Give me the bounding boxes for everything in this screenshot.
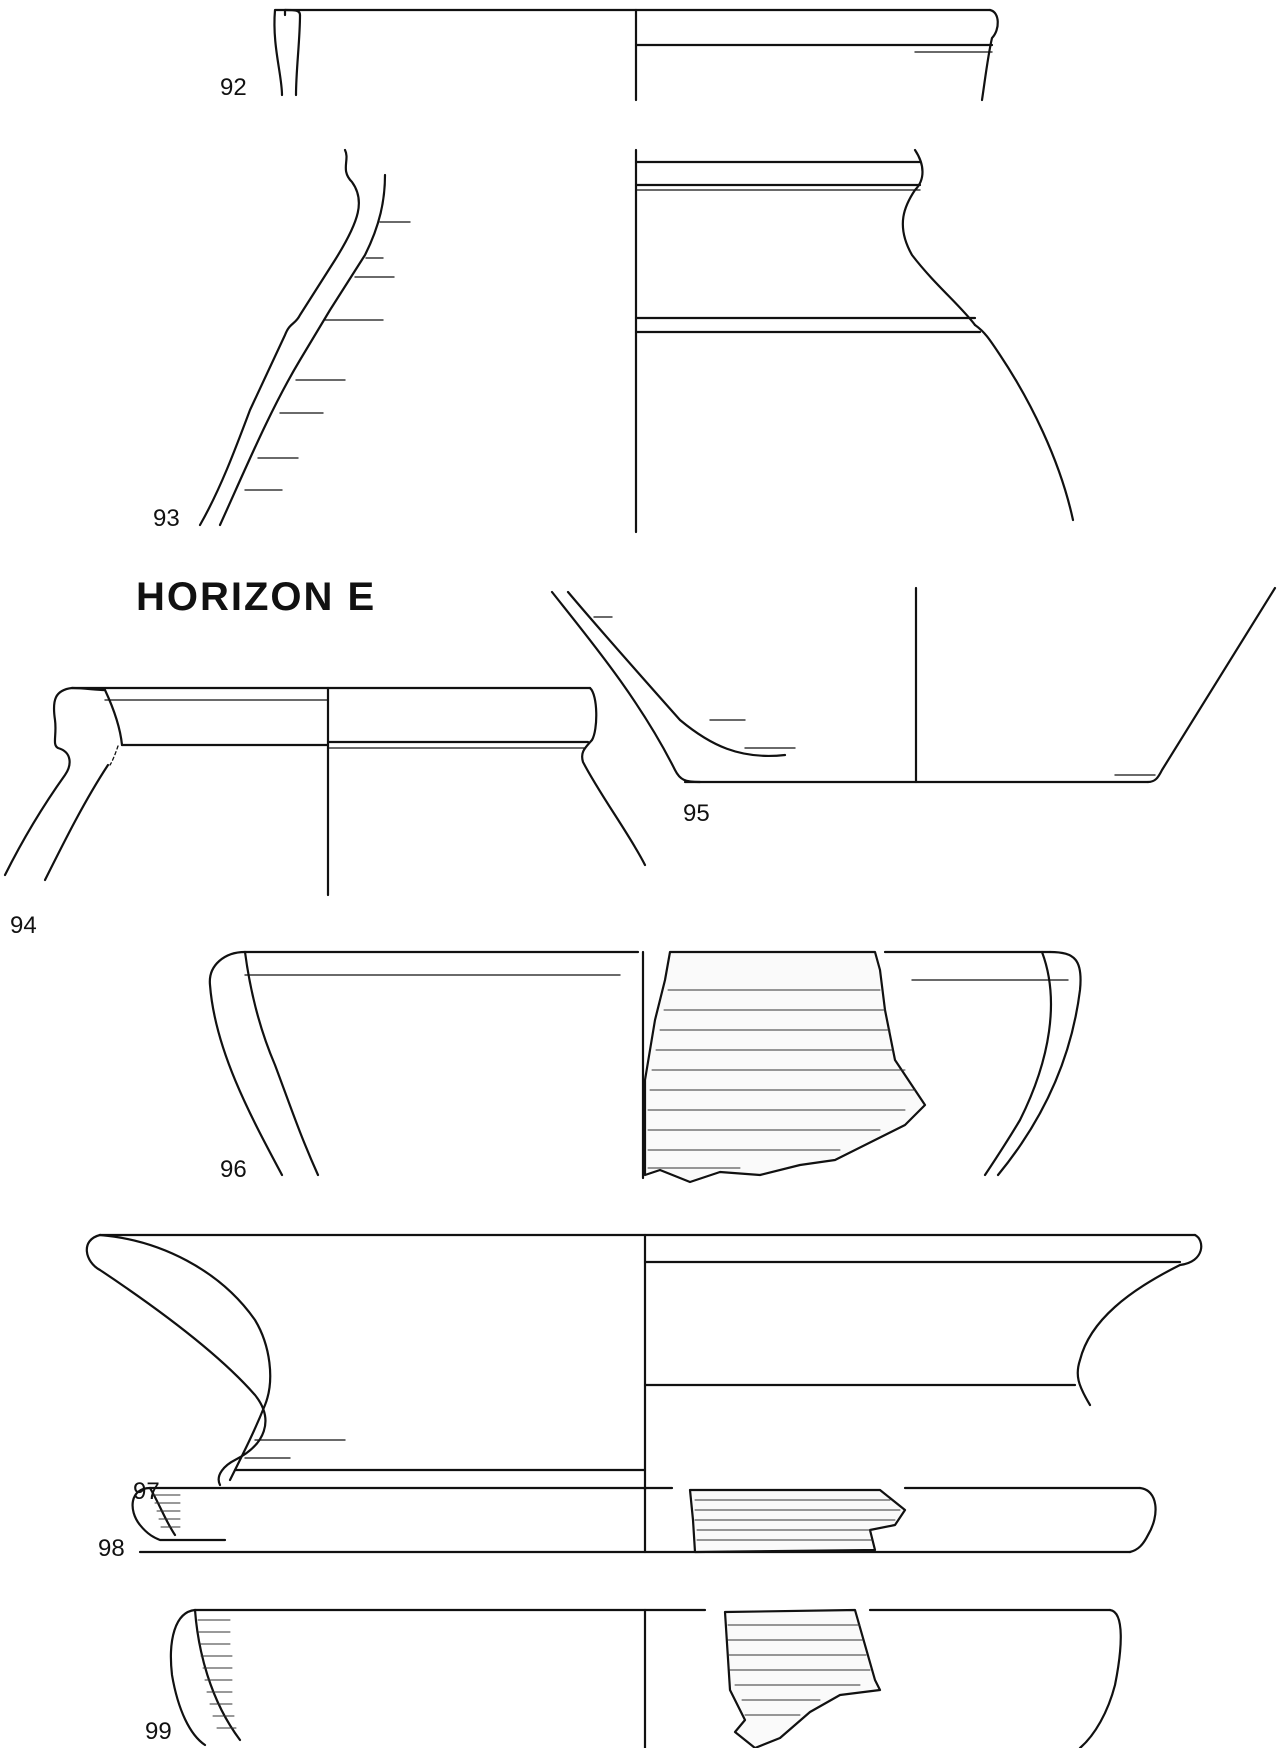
figure-label-96: 96 [220,1156,247,1183]
figure-label-95: 95 [683,800,710,827]
sherd-96-exterior [643,950,927,1184]
vessel-94-drawing [3,686,647,897]
sherd-99-exterior [723,1608,882,1748]
vessel-93-drawing [198,148,1075,534]
vessel-95-drawing [550,586,1277,784]
vessel-98-drawing [131,1486,1157,1554]
vessel-99-drawing [169,1608,1122,1748]
vessel-97-drawing [85,1233,1203,1492]
vessel-96-drawing [208,950,1082,1180]
figure-label-99: 99 [145,1718,172,1745]
horizon-heading: HORIZON E [136,575,377,619]
vessel-92-drawing [273,8,999,102]
figure-label-92: 92 [220,74,247,101]
figure-label-97: 97 [133,1478,160,1505]
figure-label-98: 98 [98,1535,125,1562]
sherd-98-exterior [688,1488,907,1554]
figure-label-94: 94 [10,912,37,939]
figure-label-93: 93 [153,505,180,532]
